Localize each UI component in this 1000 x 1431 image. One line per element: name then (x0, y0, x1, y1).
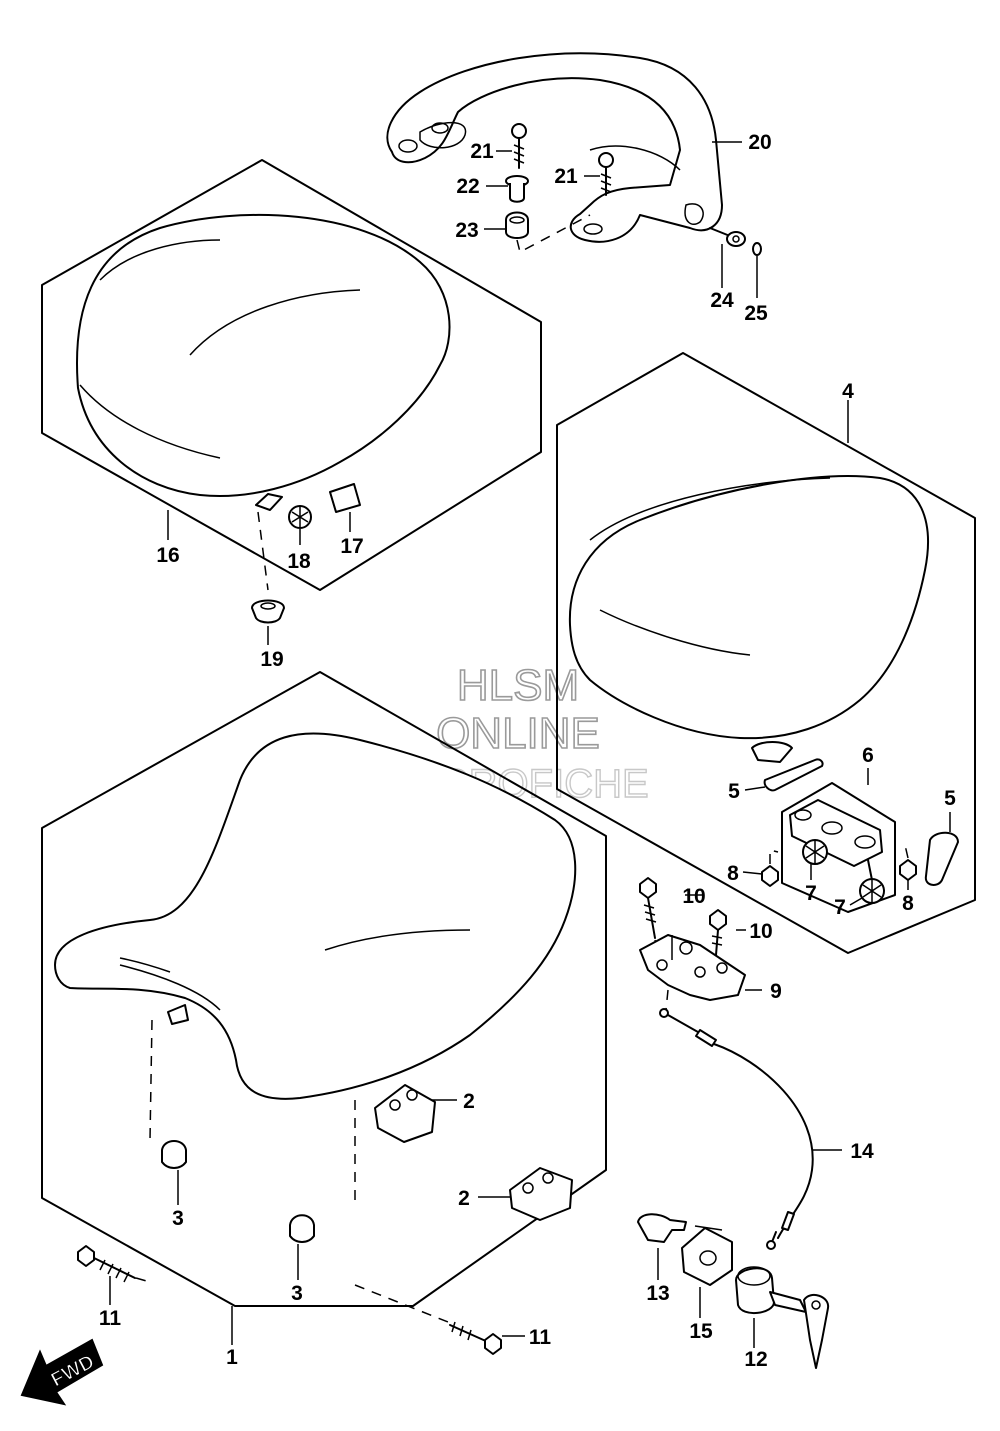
nut-18 (288, 505, 312, 529)
callout-13: 13 (646, 1282, 669, 1305)
seat-lock-9 (639, 934, 746, 1001)
callout-19: 19 (260, 648, 283, 671)
grab-rail (386, 52, 723, 243)
callout-5-right: 5 (944, 787, 956, 810)
callout-8-right: 8 (902, 892, 914, 915)
callout-17: 17 (340, 535, 363, 558)
damper-2-upper (374, 1084, 436, 1143)
collar-22 (505, 175, 529, 203)
callouts: 1 2 2 3 3 4 5 5 6 7 7 8 8 9 10 10 11 11 … (99, 131, 956, 1371)
callout-3-lower: 3 (291, 1282, 303, 1305)
callout-22: 22 (456, 175, 479, 198)
callout-11-right: 11 (529, 1326, 552, 1349)
seat-lock-cable-14 (659, 989, 842, 1250)
bolt-10-right (709, 909, 727, 956)
callout-9: 9 (770, 980, 782, 1003)
callout-18: 18 (287, 550, 311, 573)
plate-15 (681, 1225, 733, 1286)
trim-5-right (924, 831, 959, 886)
seat-1-group (41, 671, 607, 1355)
callout-7-left: 7 (805, 882, 817, 905)
cushion-3-upper (161, 1140, 187, 1169)
callout-23: 23 (455, 219, 478, 242)
watermark-line2: ONLINE (436, 709, 600, 758)
bracket-6 (781, 782, 896, 913)
callout-1: 1 (226, 1346, 238, 1369)
clip-25 (752, 242, 762, 256)
callout-16: 16 (156, 544, 179, 567)
cushion-17 (329, 483, 361, 513)
grommet-19 (251, 599, 285, 624)
seat-lock-assembly (639, 877, 762, 1001)
bolt-21-left (511, 123, 527, 169)
callout-21-left: 21 (470, 140, 494, 163)
callout-24: 24 (710, 289, 734, 312)
callout-10-lower: 10 (749, 920, 772, 943)
bolt-21-right (598, 152, 614, 196)
grab-rail-assembly (386, 52, 762, 256)
callout-25: 25 (744, 302, 768, 325)
fwd-arrow-shape (20, 1338, 104, 1406)
callout-5-left: 5 (728, 780, 740, 803)
bolt-11-right (449, 1321, 502, 1355)
screw-24 (709, 227, 746, 247)
callout-2-lower: 2 (458, 1187, 470, 1210)
lock-parts (637, 1213, 830, 1369)
bolt-11-left (77, 1245, 136, 1283)
bolt-10-left (639, 877, 657, 939)
callout-14: 14 (850, 1140, 874, 1163)
callout-12: 12 (744, 1348, 767, 1371)
callout-7-right: 7 (834, 896, 846, 919)
seat-4-group (556, 352, 976, 954)
passenger-seat-16 (76, 213, 451, 497)
watermark-line1: HLSM (457, 661, 579, 710)
callout-10-upper: 10 (682, 885, 705, 908)
callout-2-upper: 2 (463, 1090, 475, 1113)
callout-15: 15 (689, 1320, 713, 1343)
trim-5-left (763, 758, 824, 792)
seat-cushion-4 (568, 475, 929, 740)
fwd-arrow: FWD (20, 1338, 104, 1406)
callout-11-left: 11 (99, 1307, 122, 1330)
retainer-13 (637, 1213, 687, 1243)
key-cylinder-12 (735, 1266, 830, 1369)
callout-4: 4 (842, 380, 854, 403)
cushion-3-lower (289, 1214, 315, 1243)
callout-21-right: 21 (554, 165, 578, 188)
damper-2-lower (509, 1167, 573, 1221)
nut-7-left (802, 839, 828, 865)
nut-7-right (859, 878, 885, 904)
nut-8-left (761, 865, 779, 887)
seat-16-group (41, 159, 542, 645)
callout-8-left: 8 (727, 862, 739, 885)
grommet-23 (505, 211, 529, 239)
callout-20: 20 (748, 131, 771, 154)
nut-8-right (899, 859, 917, 881)
callout-6: 6 (862, 744, 874, 767)
front-seat-1 (54, 732, 577, 1100)
callout-3-upper: 3 (172, 1207, 184, 1230)
